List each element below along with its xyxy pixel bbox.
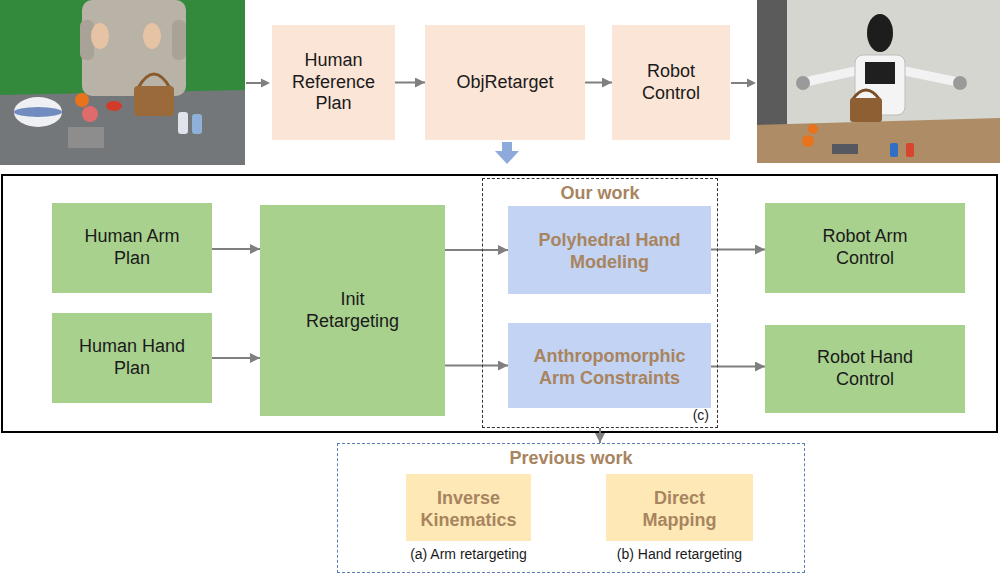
toy <box>178 112 188 134</box>
flow-arrow <box>212 248 260 250</box>
orange <box>75 93 89 107</box>
group-heading: Our work <box>560 183 639 205</box>
box-caption: (b) Hand retargeting <box>617 546 742 563</box>
method-box: Polyhedral Hand Modeling <box>508 206 711 294</box>
box-label: Robot Arm Control <box>810 226 920 269</box>
cloth <box>68 127 104 148</box>
flow-arrow <box>445 249 508 251</box>
human-demo-photo <box>0 0 245 165</box>
person-hand <box>143 23 161 49</box>
robot-photo <box>757 0 1000 163</box>
flow-arrow <box>711 249 765 251</box>
process-box: Human Arm Plan <box>52 203 212 293</box>
process-box: Human Hand Plan <box>52 313 212 403</box>
box-caption: (a) Arm retargeting <box>410 546 527 563</box>
our-work-group: Our work (c) Polyhedral Hand ModelingAnthr… <box>482 178 718 428</box>
basket <box>134 86 174 116</box>
box-label: Human Arm Plan <box>82 226 182 269</box>
table <box>757 118 1000 163</box>
flow-arrow <box>212 357 260 359</box>
arrow-head <box>261 79 270 88</box>
group-heading: Previous work <box>509 448 632 470</box>
flow-arrow <box>731 82 748 84</box>
flow-arrow <box>711 366 765 368</box>
box-label: Init Retargeting <box>295 289 410 332</box>
panel-tag: (c) <box>693 407 709 424</box>
box-label: Direct Mapping <box>635 488 725 531</box>
red-object <box>106 101 122 111</box>
cabinet <box>757 0 787 125</box>
lab-background <box>757 0 1000 163</box>
box-label: Anthropomorphic Arm Constraints <box>527 346 692 389</box>
baseline-box: Inverse Kinematics(a) Arm retargeting <box>406 474 531 541</box>
table <box>0 90 245 165</box>
box-label: Robot Control <box>631 61 711 104</box>
box-label: Inverse Kinematics <box>419 488 519 531</box>
method-box: Anthropomorphic Arm Constraints <box>508 323 711 408</box>
robot-arm <box>900 70 958 82</box>
flow-arrow <box>445 365 508 367</box>
box-label: Robot Hand Control <box>808 347 923 390</box>
tape-stripe <box>14 107 62 117</box>
robot-hand <box>953 76 967 90</box>
orange <box>808 124 818 134</box>
box-label: Polyhedral Hand Modeling <box>527 230 692 273</box>
process-box: Robot Hand Control <box>765 325 965 413</box>
person-hand <box>91 23 109 49</box>
dumbbell <box>890 143 898 157</box>
orange <box>802 135 814 147</box>
person-torso <box>82 0 186 96</box>
stage-box: ObjRetarget <box>425 25 585 140</box>
toy <box>192 114 202 134</box>
robot-screen <box>865 62 895 84</box>
apple <box>82 106 98 122</box>
baseline-box: Direct Mapping(b) Hand retargeting <box>606 474 753 541</box>
green-screen <box>0 0 245 165</box>
detail-frame <box>2 175 997 432</box>
flow-arrow <box>246 82 262 84</box>
basket-handle <box>138 74 170 88</box>
stage-box: Human Reference Plan <box>272 25 395 140</box>
flow-arrow <box>585 82 612 84</box>
box-label: ObjRetarget <box>456 72 553 94</box>
person-arm <box>172 20 186 60</box>
robot-arm <box>805 70 860 82</box>
previous-work-group: Previous workInverse Kinematics(a) Arm r… <box>337 443 805 573</box>
process-box: Robot Arm Control <box>765 203 965 293</box>
dumbbell <box>906 143 914 157</box>
tape-roll <box>14 97 62 127</box>
tablet <box>832 144 858 154</box>
process-box: Init Retargeting <box>260 205 445 416</box>
arrow-head <box>747 79 756 88</box>
robot-hand <box>796 76 810 90</box>
flow-arrow <box>395 82 425 84</box>
robot-head <box>867 14 893 52</box>
basket <box>850 98 882 122</box>
expand-arrow <box>495 142 519 164</box>
flow-arrow <box>599 428 601 443</box>
box-label: Human Reference Plan <box>286 50 381 115</box>
box-label: Human Hand Plan <box>77 336 187 379</box>
stage-box: Robot Control <box>612 25 730 140</box>
